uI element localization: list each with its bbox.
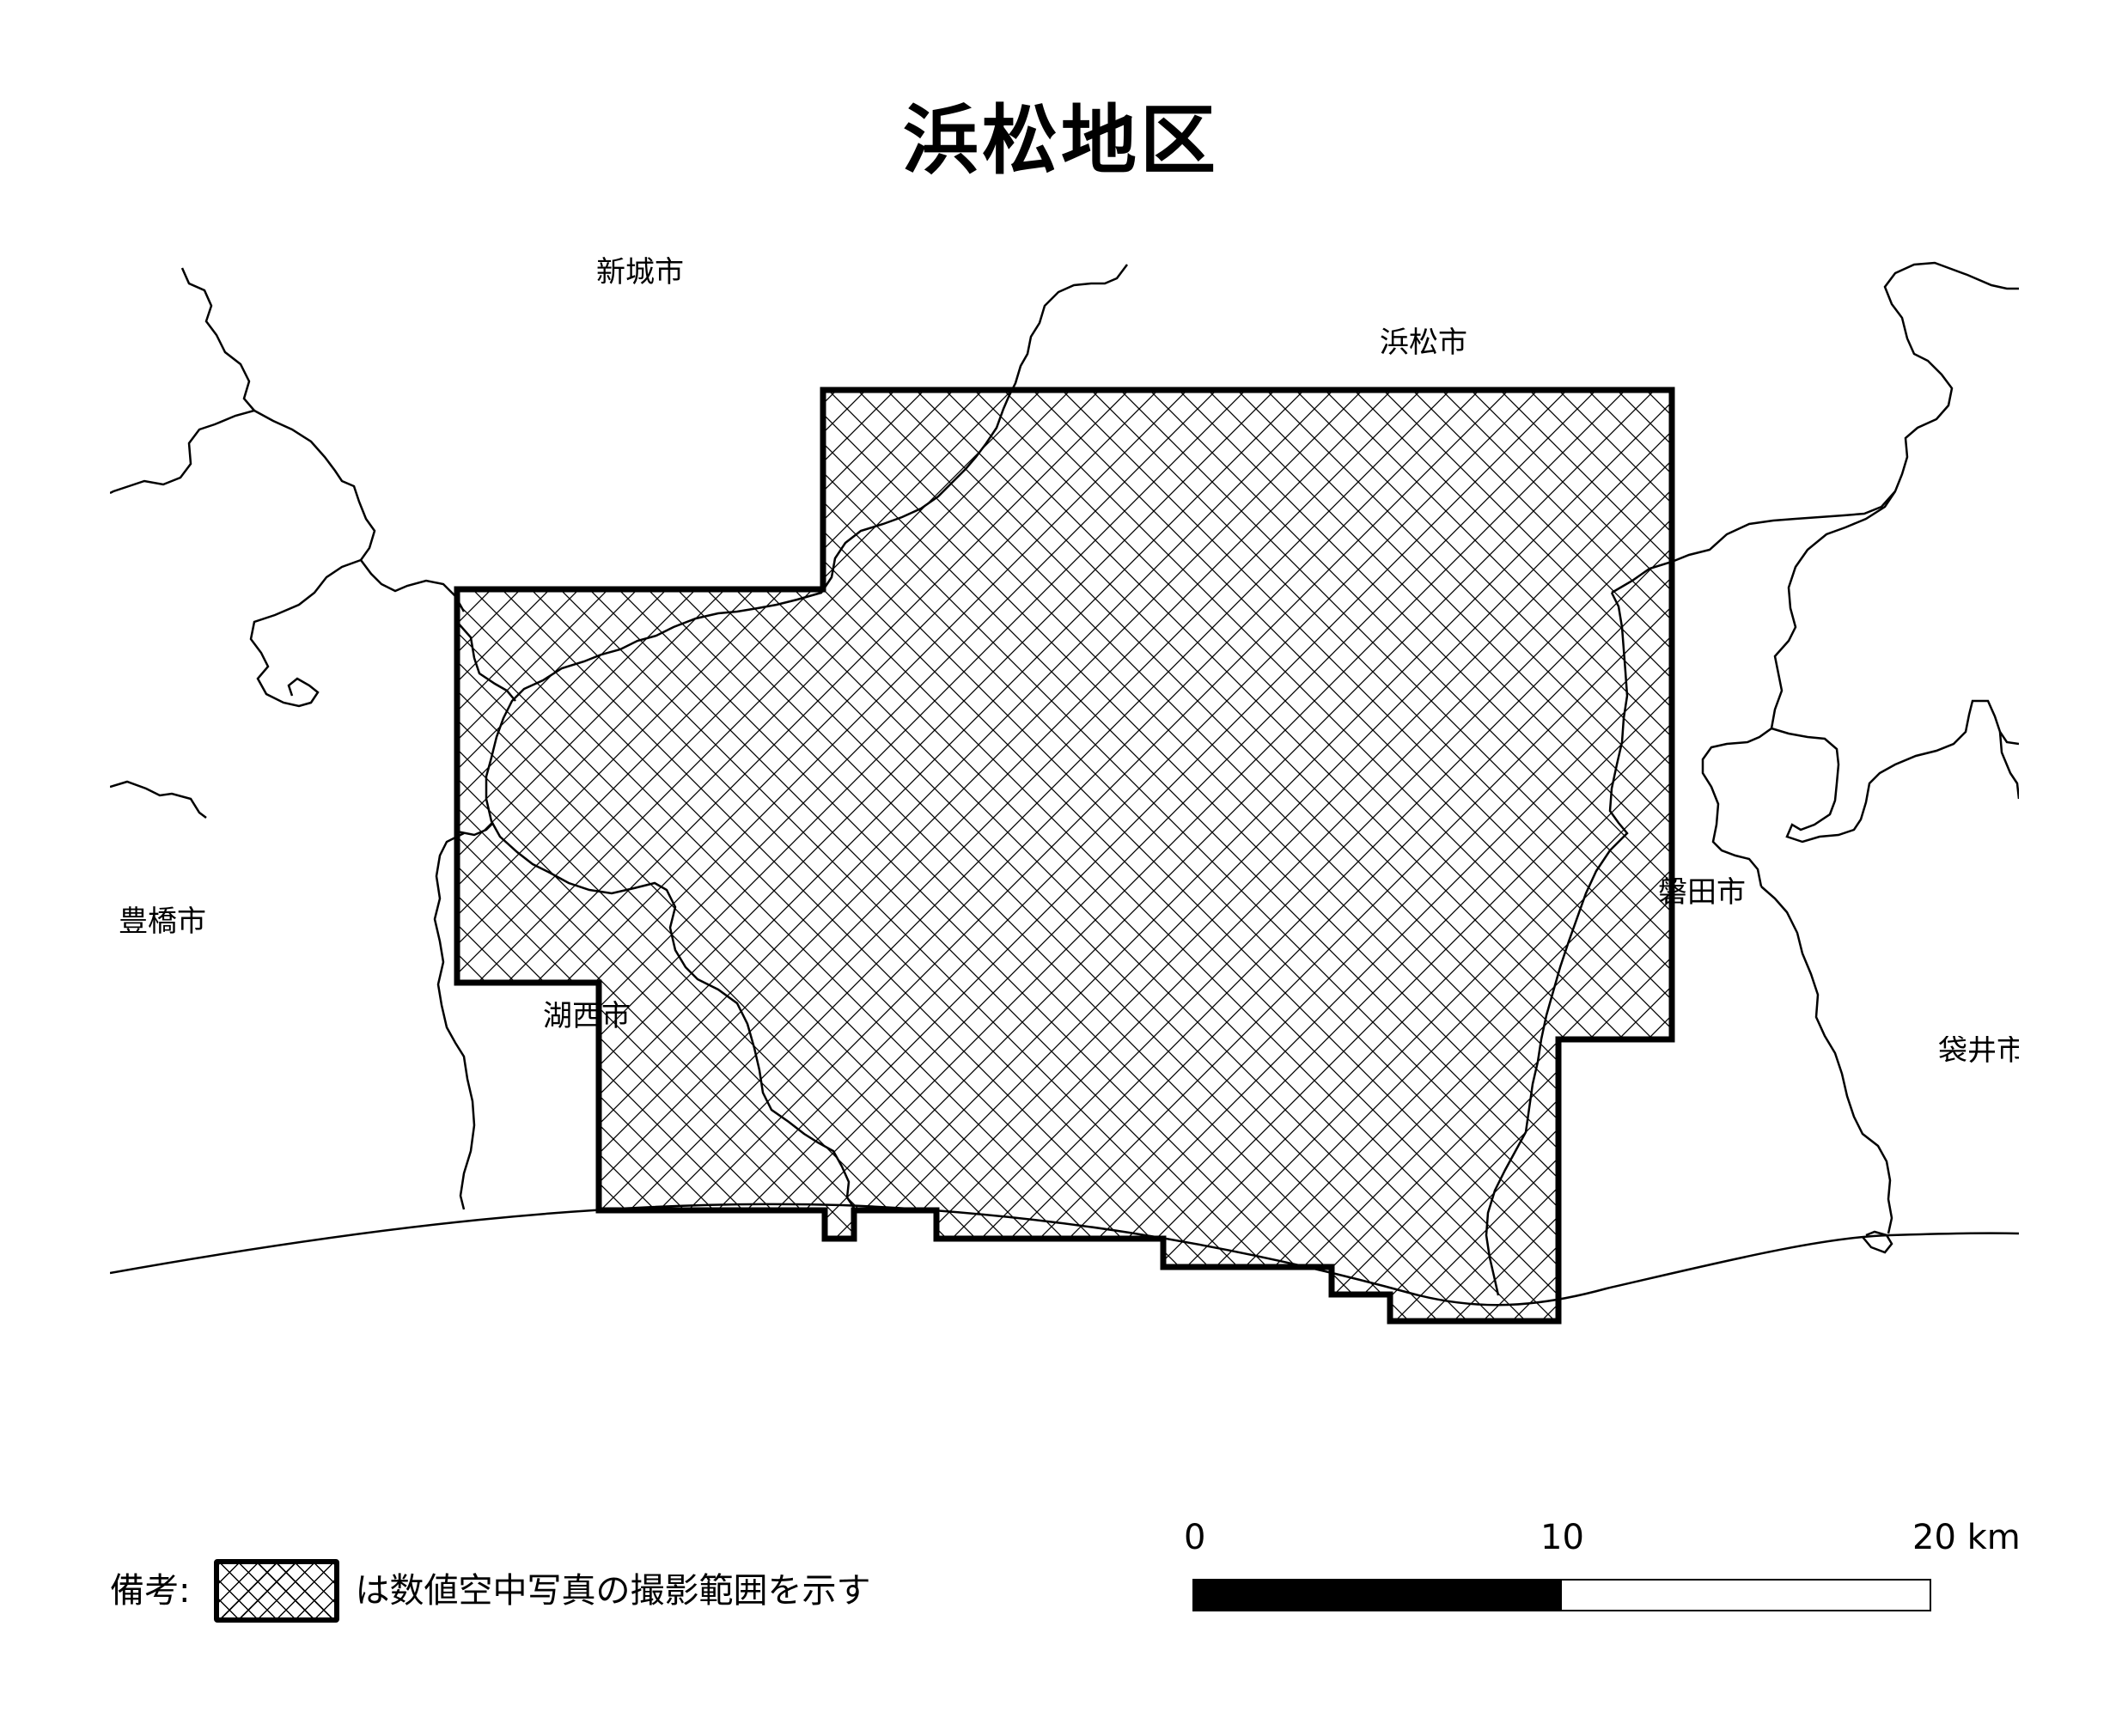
city-label-hamamatsu: 浜松市 bbox=[1380, 326, 1467, 360]
scale-label-20: 20 km bbox=[1912, 1518, 2021, 1557]
scale-segment-white bbox=[1562, 1581, 1930, 1610]
boundary-east-north-spur bbox=[1998, 731, 2019, 800]
boundary-toyohashi-bend bbox=[110, 780, 207, 819]
city-label-kosai: 湖西市 bbox=[543, 999, 631, 1033]
legend-prefix: 備考: bbox=[110, 1571, 191, 1611]
boundary-west-north bbox=[110, 267, 257, 495]
coastline bbox=[110, 1203, 2019, 1307]
boundary-west-middle bbox=[253, 409, 466, 612]
boundary-east-inner bbox=[1771, 699, 2019, 844]
map-title: 浜松地区 bbox=[902, 96, 1219, 185]
scale-bar bbox=[1192, 1579, 1931, 1611]
city-label-toyohashi: 豊橋市 bbox=[119, 905, 206, 939]
boundary-hamamatsu-iwata bbox=[1485, 592, 1629, 1296]
boundary-iwata-fukuroi bbox=[1760, 886, 1893, 1234]
scale-segment-black bbox=[1194, 1581, 1562, 1610]
boundary-east-north bbox=[1611, 261, 2019, 594]
boundary-east-branch bbox=[1701, 490, 1897, 887]
scale-label-10: 10 bbox=[1540, 1518, 1584, 1557]
city-label-fukuroi: 袋井市 bbox=[1938, 1036, 2019, 1065]
boundary-kosai-north bbox=[456, 621, 516, 702]
boundary-west-south bbox=[249, 558, 362, 708]
boundary-kosai-hamamatsu bbox=[456, 822, 494, 837]
survey-coverage-area bbox=[454, 387, 1675, 1325]
legend-hatch-swatch bbox=[214, 1559, 340, 1623]
city-label-shinshiro: 新城市 bbox=[596, 255, 684, 289]
legend: 備考: は数値空中写真の撮影範囲を示す bbox=[110, 1556, 870, 1625]
boundary-kosai-toyohashi bbox=[433, 831, 476, 1210]
scale-label-0: 0 bbox=[1184, 1518, 1206, 1557]
scale-bar-group: 0 10 20 km bbox=[1184, 1518, 2021, 1623]
city-label-iwata: 磐田市 bbox=[1658, 875, 1746, 910]
legend-description: は数値空中写真の撮影範囲を示す bbox=[355, 1571, 871, 1611]
river-mouth-east bbox=[1862, 1230, 1893, 1254]
boundary-shinshiro-hamamatsu bbox=[485, 264, 1128, 1209]
